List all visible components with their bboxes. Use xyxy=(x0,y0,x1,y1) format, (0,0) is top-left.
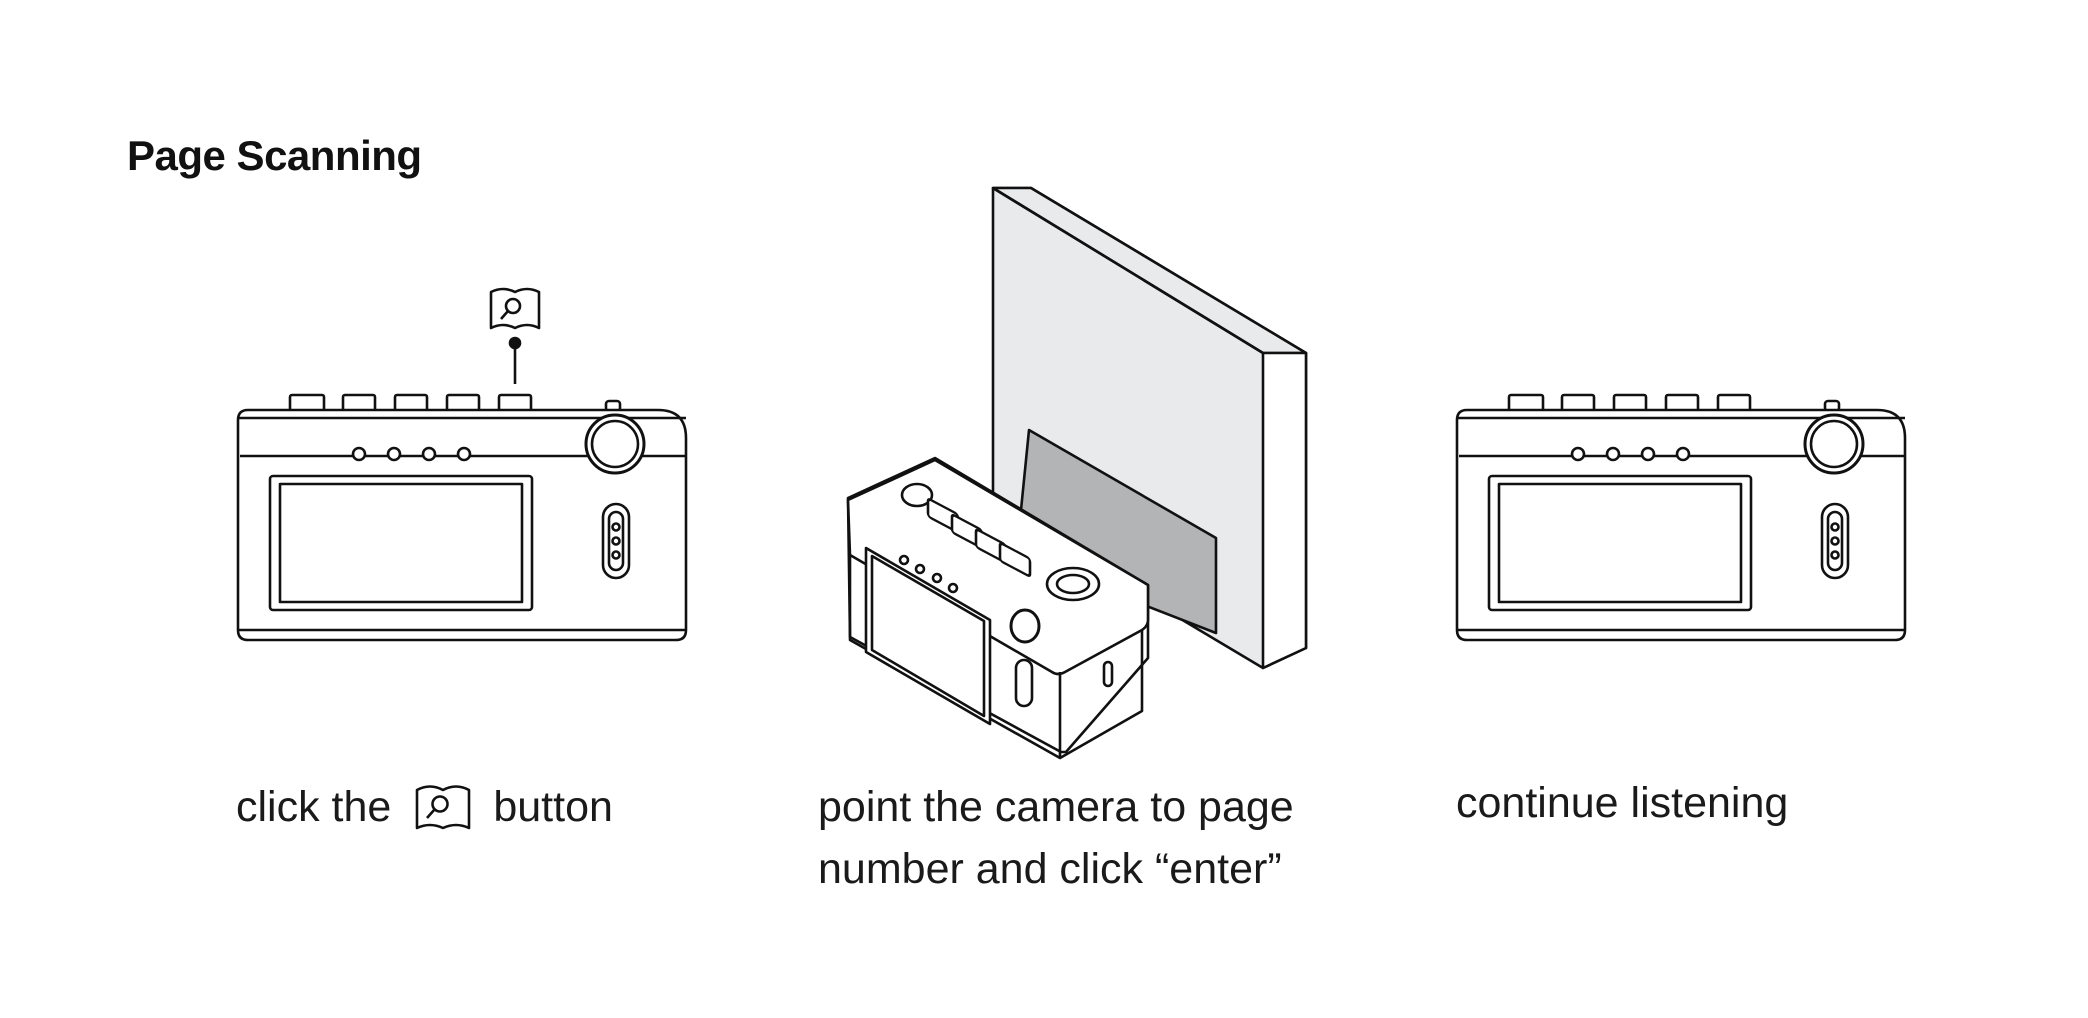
step2-caption: point the camera to page number and clic… xyxy=(818,776,1294,900)
device-front-view-step3 xyxy=(1213,0,2088,1018)
book-magnifier-icon xyxy=(415,782,471,832)
camera-projection xyxy=(1018,428,1218,635)
page-title: Page Scanning xyxy=(127,132,422,179)
step1-caption: click the button xyxy=(236,776,613,838)
step1-text-before: click the xyxy=(236,783,392,831)
book-magnifier-icon xyxy=(489,287,541,330)
step1-text-after: button xyxy=(493,783,613,831)
step2-line2: number and click “enter” xyxy=(818,845,1282,893)
step2-line1: point the camera to page xyxy=(818,783,1294,831)
step3-caption: continue listening xyxy=(1456,779,1789,827)
